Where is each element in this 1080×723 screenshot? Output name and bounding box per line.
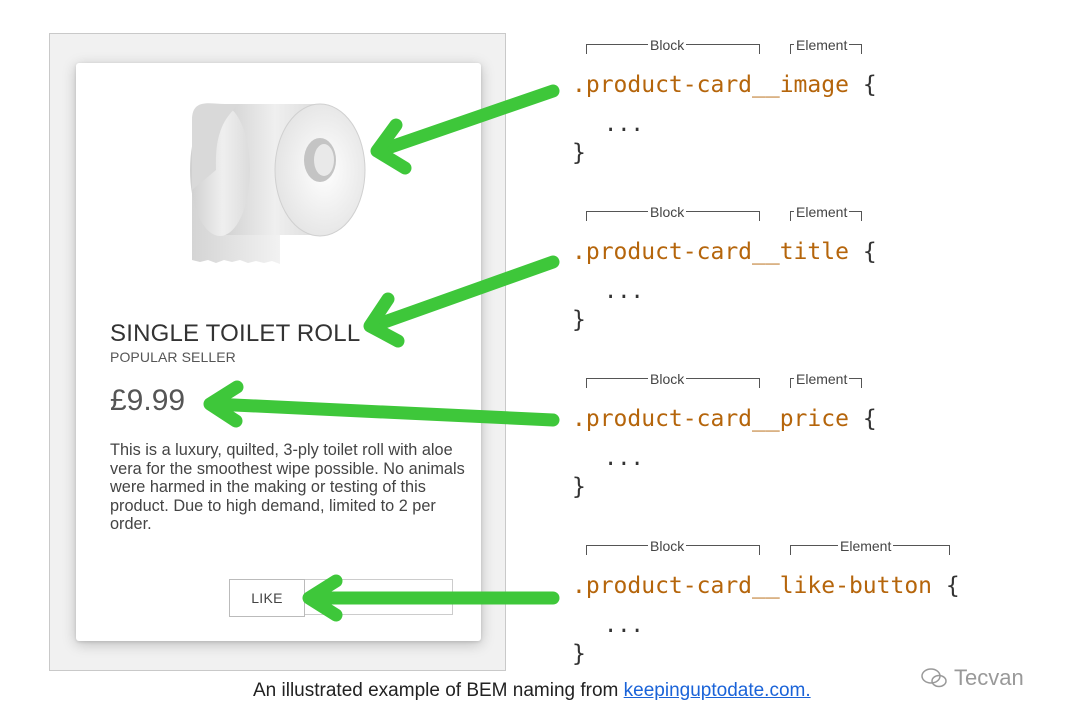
element-label: Element <box>794 37 850 53</box>
arrow-price <box>203 380 560 428</box>
arrow-title <box>363 255 560 348</box>
close-brace: } <box>572 474 586 500</box>
code-selector-line: .product-card__image { <box>572 72 877 98</box>
block-label: Block <box>648 37 687 53</box>
close-brace: } <box>572 641 586 667</box>
css-selector: .product-card__image <box>572 72 849 98</box>
code-ellipsis: ... <box>604 279 644 304</box>
open-brace: { <box>862 72 877 98</box>
product-description: This is a luxury, quilted, 3-ply toilet … <box>110 441 465 533</box>
code-selector-line: .product-card__like-button { <box>572 573 960 599</box>
css-selector: .product-card__price <box>572 406 849 432</box>
code-selector-line: .product-card__title { <box>572 239 877 265</box>
code-ellipsis: ... <box>604 613 644 638</box>
source-link[interactable]: keepinguptodate.com. <box>623 680 811 701</box>
element-label: Element <box>794 371 850 387</box>
open-brace: { <box>862 239 877 265</box>
wechat-icon <box>921 668 947 688</box>
block-label: Block <box>648 371 687 387</box>
watermark: Tecvan <box>920 665 1024 691</box>
open-brace: { <box>862 406 877 432</box>
arrow-image <box>370 84 560 175</box>
css-selector: .product-card__title <box>572 239 849 265</box>
element-label: Element <box>838 538 894 554</box>
css-selector: .product-card__like-button <box>572 573 933 599</box>
toilet-roll-image <box>190 103 366 264</box>
caption-text: An illustrated example of BEM naming fro… <box>253 680 624 701</box>
code-ellipsis: ... <box>604 112 644 137</box>
product-subtitle: POPULAR SELLER <box>110 349 236 365</box>
product-title: SINGLE TOILET ROLL <box>110 320 361 347</box>
open-brace: { <box>945 573 960 599</box>
watermark-text: Tecvan <box>954 665 1024 690</box>
arrow-like-button <box>302 574 560 622</box>
element-label: Element <box>794 204 850 220</box>
close-brace: } <box>572 307 586 333</box>
block-label: Block <box>648 538 687 554</box>
block-label: Block <box>648 204 687 220</box>
close-brace: } <box>572 140 586 166</box>
caption: An illustrated example of BEM naming fro… <box>253 680 811 702</box>
like-label: LIKE <box>251 590 283 606</box>
code-selector-line: .product-card__price { <box>572 406 877 432</box>
product-price: £9.99 <box>110 384 186 417</box>
code-ellipsis: ... <box>604 446 644 471</box>
